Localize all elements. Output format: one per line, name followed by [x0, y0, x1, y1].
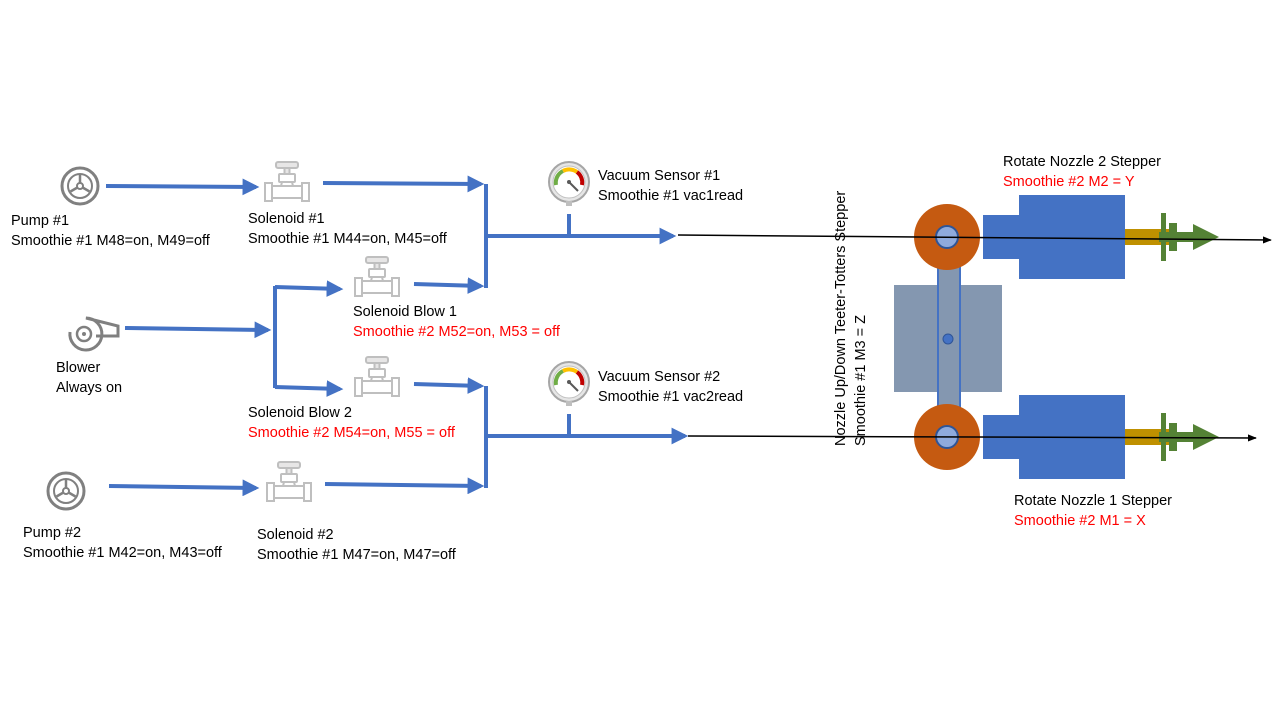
- pump1-cmd: Smoothie #1 M48=on, M49=off: [11, 233, 210, 249]
- pump2-cmd: Smoothie #1 M42=on, M43=off: [23, 545, 222, 561]
- blow1-label: Solenoid Blow 1 Smoothie #2 M52=on, M53 …: [353, 302, 560, 342]
- pipe-blow1-manifold1: [413, 277, 485, 294]
- solenoid2-label: Solenoid #2 Smoothie #1 M47=on, M47=off: [257, 525, 456, 565]
- pipe-splitter-blow1: [274, 280, 344, 297]
- vac2-title: Vacuum Sensor #2: [598, 369, 721, 385]
- vac1-title: Vacuum Sensor #1: [598, 168, 721, 184]
- blow1-cmd: Smoothie #2 M52=on, M53 = off: [353, 324, 560, 340]
- pump1-label: Pump #1 Smoothie #1 M48=on, M49=off: [11, 211, 210, 251]
- rotate2-title: Rotate Nozzle 2 Stepper: [1003, 154, 1161, 170]
- pipe-solenoid1-manifold1: [322, 175, 485, 193]
- teeter-cmd: Smoothie #1 M3 = Z: [853, 315, 869, 446]
- blower-title: Blower: [56, 360, 101, 376]
- solenoid-valve-icon: [354, 256, 400, 297]
- blow1-title: Solenoid Blow 1: [353, 304, 457, 320]
- teeter-label: Nozzle Up/Down Teeter-Totters Stepper Sm…: [831, 191, 871, 446]
- teeter-pivot: [942, 333, 954, 345]
- solenoid2-cmd: Smoothie #1 M47=on, M47=off: [257, 547, 456, 563]
- pump2-label: Pump #2 Smoothie #1 M42=on, M43=off: [23, 523, 222, 563]
- blow2-label: Solenoid Blow 2 Smoothie #2 M54=on, M55 …: [248, 403, 455, 443]
- pump-icon: [46, 471, 86, 511]
- pipe-pump1-solenoid1: [105, 178, 260, 196]
- solenoid1-label: Solenoid #1 Smoothie #1 M44=on, M45=off: [248, 209, 447, 249]
- rotate2-label: Rotate Nozzle 2 Stepper Smoothie #2 M2 =…: [1003, 152, 1161, 192]
- solenoid-valve-icon: [264, 161, 310, 202]
- solenoid2-title: Solenoid #2: [257, 527, 334, 543]
- blower-label: Blower Always on: [56, 358, 122, 398]
- rotate1-cmd: Smoothie #2 M1 = X: [1014, 513, 1146, 529]
- solenoid1-cmd: Smoothie #1 M44=on, M45=off: [248, 231, 447, 247]
- solenoid-valve-icon: [354, 356, 400, 397]
- pipe-splitter-blow2: [274, 380, 344, 397]
- blow2-title: Solenoid Blow 2: [248, 405, 352, 421]
- nozzle-2-assembly: [983, 195, 1219, 279]
- rotate2-cmd: Smoothie #2 M2 = Y: [1003, 174, 1135, 190]
- rotate1-label: Rotate Nozzle 1 Stepper Smoothie #2 M1 =…: [1014, 491, 1172, 531]
- pump-icon: [60, 166, 100, 206]
- vacuum-gauge-icon: [547, 360, 591, 408]
- pump2-title: Pump #2: [23, 525, 82, 541]
- pipe-blow2-manifold2: [413, 377, 485, 394]
- rotate1-title: Rotate Nozzle 1 Stepper: [1014, 493, 1172, 509]
- solenoid-valve-icon: [266, 461, 312, 502]
- vac1-cmd: Smoothie #1 vac1read: [598, 188, 744, 204]
- pipe-blower-splitter: [124, 321, 272, 339]
- vac2-cmd: Smoothie #1 vac2read: [598, 389, 744, 405]
- blower-icon: [66, 310, 120, 360]
- vac1-label: Vacuum Sensor #1 Smoothie #1 vac1read: [598, 166, 743, 206]
- vac2-label: Vacuum Sensor #2 Smoothie #1 vac2read: [598, 367, 743, 407]
- vacuum-gauge-icon: [547, 160, 591, 208]
- axis-line-nozzle2: [677, 234, 1272, 244]
- pipe-pump2-solenoid2: [108, 479, 260, 497]
- teeter-title: Nozzle Up/Down Teeter-Totters Stepper: [833, 190, 849, 446]
- pump1-title: Pump #1: [11, 213, 70, 229]
- axis-line-nozzle1: [687, 434, 1257, 442]
- blow2-cmd: Smoothie #2 M54=on, M55 = off: [248, 425, 455, 441]
- blower-status: Always on: [56, 380, 123, 396]
- pipe-solenoid2-manifold2: [324, 477, 485, 495]
- solenoid1-title: Solenoid #1: [248, 211, 325, 227]
